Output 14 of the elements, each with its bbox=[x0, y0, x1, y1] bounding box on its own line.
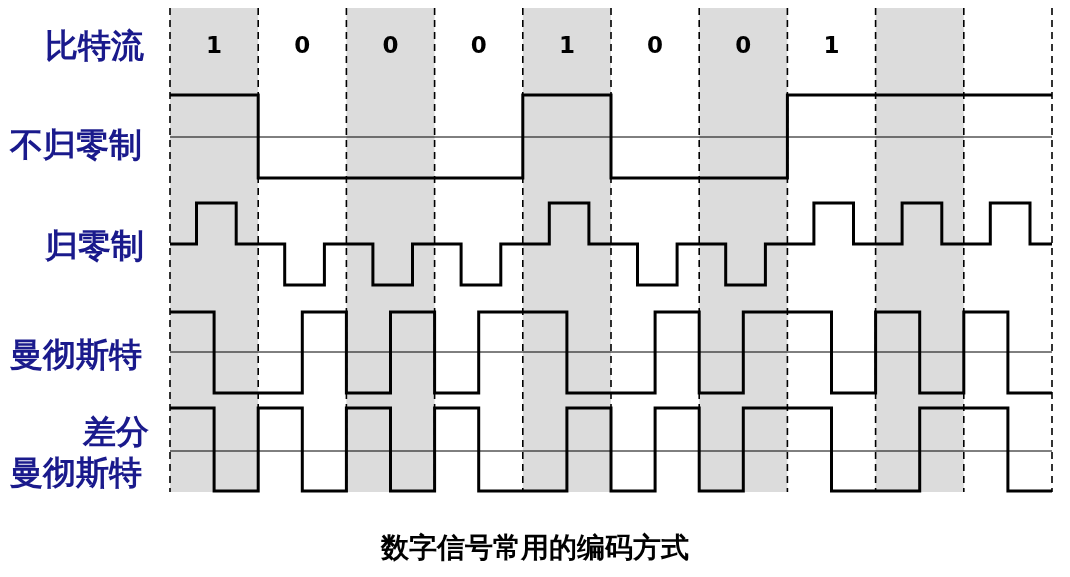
row-label: 差分曼彻斯特 bbox=[10, 411, 150, 493]
row-label: 不归零制 bbox=[10, 124, 142, 165]
bit-value: 1 bbox=[205, 31, 224, 59]
bit-value: 1 bbox=[822, 31, 841, 59]
row-label: 归零制 bbox=[45, 225, 144, 266]
bit-value: 0 bbox=[469, 31, 488, 59]
bit-value: 0 bbox=[381, 31, 400, 59]
row-label: 曼彻斯特 bbox=[10, 334, 142, 375]
bit-value: 0 bbox=[293, 31, 312, 59]
caption: 数字信号常用的编码方式 bbox=[381, 530, 689, 566]
row-label: 比特流 bbox=[45, 25, 144, 66]
bit-value: 0 bbox=[734, 31, 753, 59]
bit-value: 0 bbox=[646, 31, 665, 59]
bit-value: 1 bbox=[557, 31, 576, 59]
